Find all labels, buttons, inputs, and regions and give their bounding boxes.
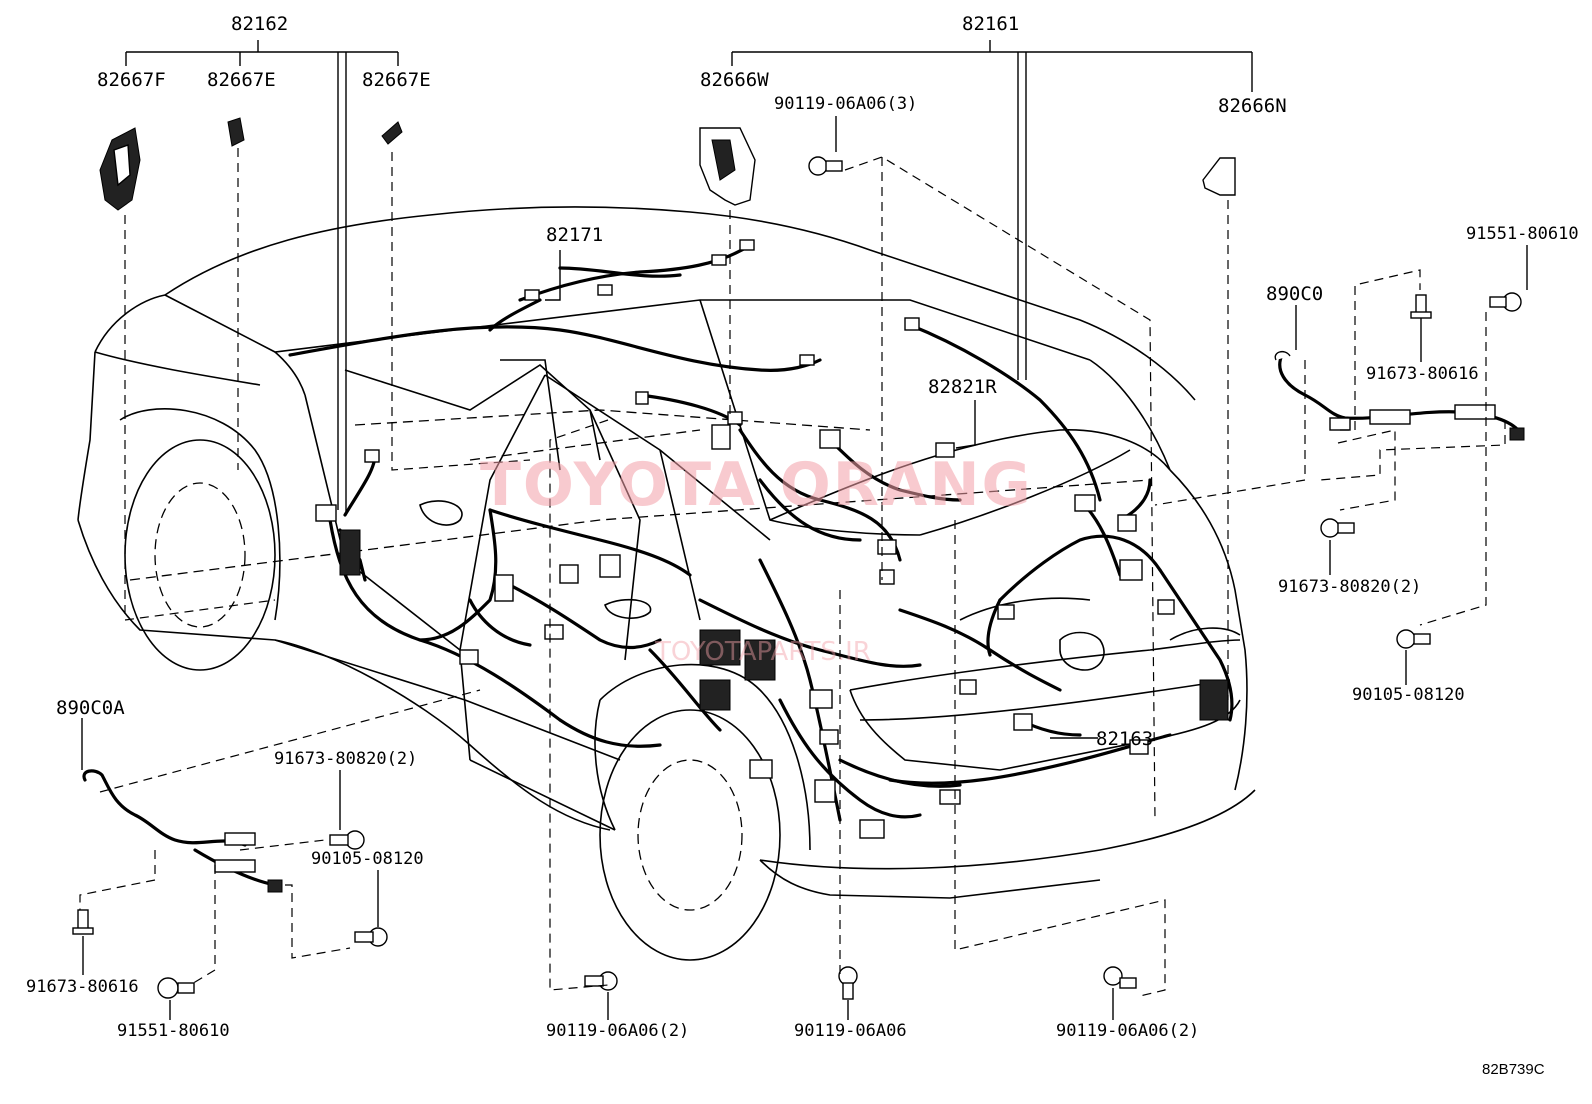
part-labels: 82162 82667F 82667E 82667E 82161 82666W … [26,13,1579,1078]
leader-lines [81,40,1528,1020]
label-82171: 82171 [546,224,603,246]
connector-82667E-left [227,117,245,147]
bolt-91551-left [157,977,195,999]
bracket-82666N [1202,157,1236,196]
label-82666W: 82666W [700,69,769,91]
label-91673-80616-left: 91673-80616 [26,977,139,997]
bolt-91551-right [1489,292,1522,312]
label-82161: 82161 [962,13,1019,35]
label-890C0: 890C0 [1266,283,1323,305]
floor-wire-harness [315,449,692,748]
bolt-91673-80820-right [1320,518,1355,538]
bolt-90119-top [808,156,843,176]
label-91551-left: 91551-80610 [117,1021,230,1041]
label-82667E-left: 82667E [207,69,276,91]
bolt-90105-left [354,927,388,947]
bolt-91673-80616-left [72,909,94,935]
bolt-90119-bottom-right [1103,966,1137,989]
label-82667E-right: 82667E [362,69,431,91]
watermark-main: TOYOTA ORANG [480,450,1033,520]
label-82821R: 82821R [928,376,997,398]
label-90119-center: 90119-06A06 [794,1021,907,1041]
label-90119-2-right: 90119-06A06(2) [1056,1021,1199,1041]
diagram-reference-code: 82B739C [1482,1061,1545,1078]
bolt-91673-80820-left [329,830,365,850]
bolt-90119-bottom-left [584,971,618,991]
label-890C0A: 890C0A [56,697,125,719]
label-90119-3: 90119-06A06(3) [774,94,917,114]
vehicle-body-outline [77,206,1256,961]
bolt-91673-80616-right [1410,294,1432,319]
bolt-90119-bottom-center [838,966,858,1000]
engine-wire-harness [888,317,1234,805]
junction-82821R [935,442,955,458]
bolt-90105-right [1396,629,1431,649]
label-91551-right: 91551-80610 [1466,224,1579,244]
label-91673-80616-right: 91673-80616 [1366,364,1479,384]
connector-82667E-right [381,121,403,145]
label-82162: 82162 [231,13,288,35]
dashed-reference-lines [79,148,1506,997]
watermark: TOYOTA ORANG TOYOTAPARTS.IR [480,450,1033,667]
label-90119-2-left: 90119-06A06(2) [546,1021,689,1041]
label-91673-80820-right: 91673-80820(2) [1278,577,1421,597]
label-91673-80820-left: 91673-80820(2) [274,749,417,769]
label-82667F: 82667F [97,69,166,91]
sensor-890C0A [82,769,283,893]
roof-wire-harness [288,239,822,427]
connector-82667F [99,127,141,211]
relay-block-82666W [699,127,756,206]
dash-wire-harness [648,424,962,839]
label-82163: 82163 [1096,728,1153,750]
watermark-sub: TOYOTAPARTS.IR [654,637,871,667]
label-90105-left: 90105-08120 [311,849,424,869]
sensor-890C0 [1274,350,1525,441]
label-82666N: 82666N [1218,95,1287,117]
label-90105-right: 90105-08120 [1352,685,1465,705]
